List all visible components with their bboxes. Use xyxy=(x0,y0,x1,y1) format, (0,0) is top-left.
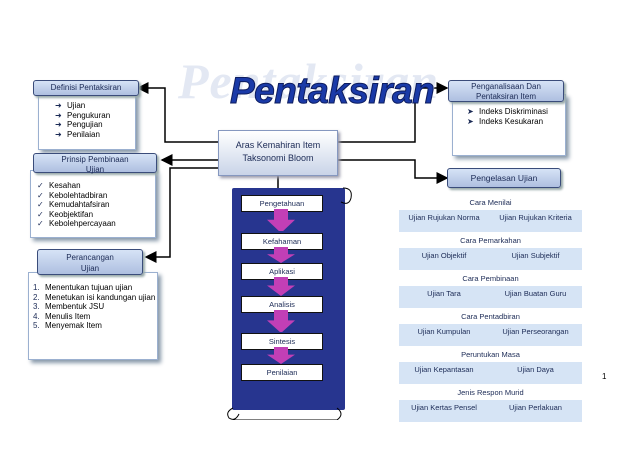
aras-line: Taksonomi Bloom xyxy=(242,153,314,163)
prinsip-item: ✓Keobjektifan xyxy=(37,209,94,219)
classification-pair: Ujian Kepantasan Ujian Daya xyxy=(399,362,582,384)
classification-left: Ujian Rujukan Norma xyxy=(408,213,480,222)
perancangan-item: 3.Membentuk JSU xyxy=(33,302,105,311)
perancangan-item: 2.Menetukan isi kandungan ujian xyxy=(33,292,156,302)
page-number: 1 xyxy=(602,372,607,381)
arrow-bullet-icon: ➜ xyxy=(55,120,62,129)
classification-pair: Ujian Tara Ujian Buatan Guru xyxy=(399,286,582,308)
prinsip-header-line: Ujian xyxy=(85,165,105,174)
down-arrow-icon xyxy=(267,310,295,332)
item-number: 3. xyxy=(33,302,40,311)
classification-left: Ujian Kumpulan xyxy=(417,327,471,336)
triangle-bullet-icon: ➤ xyxy=(467,116,474,126)
aras-line: Aras Kemahiran Item xyxy=(235,140,321,150)
prinsip-header: Prinsip Pembinaan Ujian xyxy=(33,153,157,174)
penganalisaan-panel: ➤Indeks Diskriminasi ➤Indeks Kesukaran xyxy=(452,94,566,156)
perancangan-item: 4.Menulis Item xyxy=(33,311,91,321)
classification-right: Ujian Perlakuan xyxy=(509,403,562,412)
perancangan-header: Perancangan Ujian xyxy=(37,249,143,275)
arrow-bullet-icon: ➜ xyxy=(55,110,62,120)
classification-left: Ujian Kertas Pensel xyxy=(411,403,477,412)
down-arrow-icon xyxy=(267,347,295,364)
classification-right: Ujian Daya xyxy=(517,365,554,374)
prinsip-item: ✓Kemudahtafsiran xyxy=(37,200,110,209)
classification-left: Ujian Kepantasan xyxy=(414,365,474,374)
check-icon: ✓ xyxy=(37,219,44,228)
classification-heading-text: Peruntukan Masa xyxy=(461,350,520,359)
down-arrow-icon xyxy=(267,247,295,263)
classification-heading: Cara Pentadbiran xyxy=(399,308,582,324)
definisi-header: Definisi Pentaksiran xyxy=(33,80,139,96)
item-number: 1. xyxy=(33,283,40,292)
triangle-bullet-icon: ➤ xyxy=(467,107,474,116)
aras-kemahiran-box: Aras Kemahiran Item Taksonomi Bloom xyxy=(218,130,338,176)
classification-pair: Ujian Objektif Ujian Subjektif xyxy=(399,248,582,270)
definisi-item: ➜Pengujian xyxy=(55,120,103,129)
prinsip-item: ✓Kebolehtadbiran xyxy=(37,190,108,200)
arrow-bullet-icon: ➜ xyxy=(55,129,62,139)
down-arrow-icon xyxy=(267,209,295,231)
perancangan-header-line: Perancangan xyxy=(66,253,114,262)
perancangan-header-line: Ujian xyxy=(80,264,100,273)
arrow-bullet-icon: ➜ xyxy=(55,101,62,110)
penganalisaan-item: ➤Indeks Diskriminasi xyxy=(467,107,548,116)
classification-heading-text: Cara Pembinaan xyxy=(462,274,519,283)
classification-right: Ujian Buatan Guru xyxy=(504,289,567,298)
scroll-curls xyxy=(227,187,352,420)
classification-left: Ujian Tara xyxy=(427,289,461,298)
classification-heading-text: Cara Pemarkahan xyxy=(460,236,521,245)
perancangan-item: 1.Menentukan tujuan ujian xyxy=(33,283,133,292)
classification-heading-text: Cara Pentadbiran xyxy=(461,312,520,321)
penganalisaan-header-line: Penganalisaan Dan xyxy=(471,82,541,91)
definisi-item: ➜Penilaian xyxy=(55,129,100,139)
classification-heading-text: Cara Menilai xyxy=(469,198,512,207)
pengelasan-header: Pengelasan Ujian xyxy=(447,168,561,188)
item-number: 5. xyxy=(33,321,40,330)
classification-heading: Jenis Respon Murid xyxy=(399,384,582,400)
page-title: Pentaksiran xyxy=(229,70,435,112)
classification-heading: Cara Menilai xyxy=(399,194,582,210)
title-watermark: Pentaksiran xyxy=(178,53,440,109)
down-arrow-icon xyxy=(267,277,295,296)
classification-right: Ujian Rujukan Kriteria xyxy=(499,213,572,222)
check-icon: ✓ xyxy=(37,190,44,200)
prinsip-item: ✓Kebolehpercayaan xyxy=(37,219,116,228)
check-icon: ✓ xyxy=(37,209,44,219)
classification-right: Ujian Perseorangan xyxy=(502,327,569,336)
prinsip-panel: ✓Kesahan ✓Kebolehtadbiran ✓Kemudahtafsir… xyxy=(30,170,156,238)
classification-pair: Ujian Rujukan Norma Ujian Rujukan Kriteri… xyxy=(399,210,582,232)
perancangan-item: 5.Menyemak Item xyxy=(33,321,102,330)
penganalisaan-header: Penganalisaan Dan Pentaksiran Item xyxy=(448,80,564,102)
definisi-panel: ➜Ujian ➜Pengukuran ➜Pengujian ➜Penilaian xyxy=(38,92,136,150)
prinsip-item: ✓Kesahan xyxy=(37,181,81,190)
item-number: 4. xyxy=(33,311,40,321)
classification-pair: Ujian Kumpulan Ujian Perseorangan xyxy=(399,324,582,346)
classification-heading: Cara Pembinaan xyxy=(399,270,582,286)
classification-left: Ujian Objektif xyxy=(421,251,467,260)
classification-heading: Cara Pemarkahan xyxy=(399,232,582,248)
prinsip-header-line: Prinsip Pembinaan xyxy=(61,155,129,164)
definisi-item: ➜Pengukuran xyxy=(55,110,111,120)
classification-heading-text: Jenis Respon Murid xyxy=(457,388,524,397)
check-icon: ✓ xyxy=(37,181,44,190)
perancangan-panel: 1.Menentukan tujuan ujian 2.Menetukan is… xyxy=(28,272,158,360)
definisi-item: ➜Ujian xyxy=(55,101,86,110)
item-number: 2. xyxy=(33,292,40,302)
classification-heading: Peruntukan Masa xyxy=(399,346,582,362)
classification-right: Ujian Subjektif xyxy=(511,251,560,260)
classification-pair: Ujian Kertas Pensel Ujian Perlakuan xyxy=(399,400,582,422)
penganalisaan-header-line: Pentaksiran Item xyxy=(475,92,537,101)
penganalisaan-item: ➤Indeks Kesukaran xyxy=(467,116,544,126)
check-icon: ✓ xyxy=(37,200,44,209)
bloom-step: Penilaian xyxy=(241,364,323,381)
